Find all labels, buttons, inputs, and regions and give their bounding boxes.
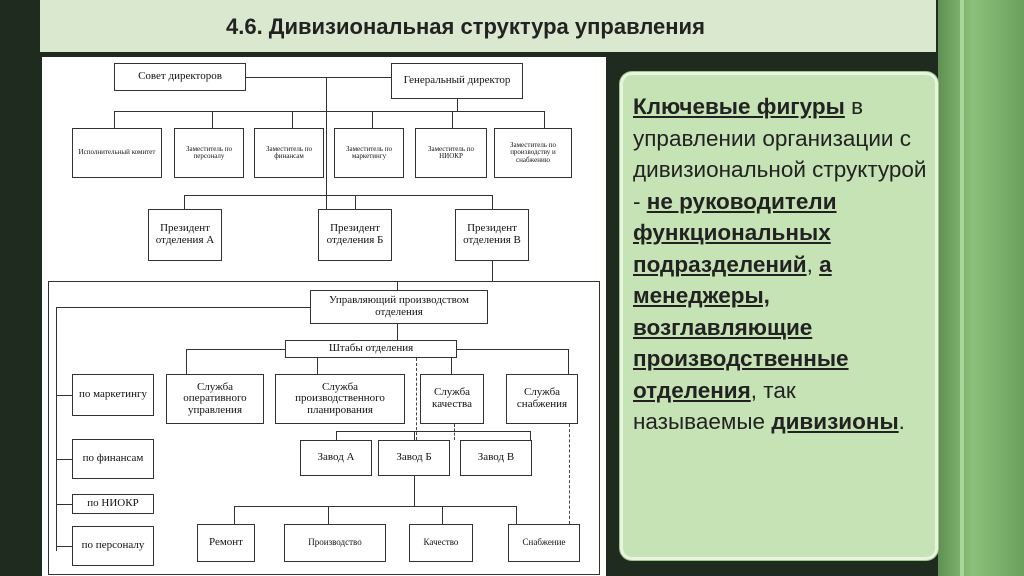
connector <box>326 77 328 237</box>
connector <box>568 349 570 374</box>
connector <box>530 431 532 440</box>
panel-not-functional-heads: не руководители функциональных подраздел… <box>633 188 837 277</box>
panel-text-part: . <box>898 409 905 434</box>
connector <box>234 506 516 508</box>
connector <box>336 431 338 440</box>
deputy-box: Заместитель по НИОКР <box>415 128 487 178</box>
president-box: Президент отделения А <box>148 209 222 261</box>
connector <box>492 195 494 209</box>
title-bar: 4.6. Дивизиональная структура управления <box>40 0 936 52</box>
president-box: Президент отделения В <box>455 209 529 261</box>
connector <box>397 281 399 290</box>
service-box: Служба снабжения <box>506 374 578 424</box>
connector <box>372 111 374 128</box>
slide-title: 4.6. Дивизиональная структура управления <box>226 14 705 39</box>
ceo-box: Генеральный директор <box>391 63 523 99</box>
decorative-stripe-line <box>960 0 964 576</box>
service-box: Служба качества <box>420 374 484 424</box>
production-manager-box: Управляющий производством отделения <box>310 290 488 324</box>
connector <box>414 476 416 506</box>
connector <box>292 111 294 128</box>
deputy-box: Заместитель по финансам <box>254 128 324 178</box>
bottom-box: Производство <box>284 524 386 562</box>
connector <box>317 358 319 374</box>
connector <box>457 349 568 351</box>
panel-key-figures: Ключевые фигуры <box>633 94 845 119</box>
connector <box>56 307 58 551</box>
unit-box: по персоналу <box>72 526 154 566</box>
bottom-box: Снабжение <box>508 524 580 562</box>
connector <box>234 506 236 524</box>
connector <box>442 506 444 524</box>
connector <box>184 195 186 209</box>
connector <box>246 77 391 79</box>
deputy-box: Заместитель по персоналу <box>174 128 244 178</box>
panel-text: Ключевые фигуры в управлении организации… <box>633 91 929 438</box>
connector <box>355 195 357 209</box>
connector <box>212 111 214 128</box>
unit-box: по маркетингу <box>72 374 154 416</box>
panel-divisions: дивизионы <box>771 409 899 434</box>
connector <box>457 99 459 111</box>
unit-box: по НИОКР <box>72 494 154 514</box>
plant-box: Завод В <box>460 440 532 476</box>
connector <box>186 349 188 374</box>
dashed-connector <box>416 358 417 440</box>
connector <box>492 261 494 281</box>
panel-text-part: в управлении организации с дивизионально… <box>633 94 927 214</box>
panel-division-managers: а менеджеры, возглавляющие производствен… <box>633 251 849 403</box>
bottom-box: Ремонт <box>197 524 255 562</box>
connector <box>114 111 116 128</box>
org-chart-diagram: Совет директоров Генеральный директор Ис… <box>42 57 606 576</box>
bottom-box: Качество <box>409 524 473 562</box>
service-box: Служба производственного планирования <box>275 374 405 424</box>
deputy-box: Исполнительный комитет <box>72 128 162 178</box>
connector <box>516 506 518 524</box>
staff-box: Штабы отделения <box>285 340 457 358</box>
panel-text-part: , <box>806 251 820 277</box>
connector <box>186 349 285 351</box>
connector <box>56 546 72 548</box>
connector <box>336 431 530 433</box>
president-box: Президент отделения Б <box>318 209 392 261</box>
connector <box>56 307 310 309</box>
deputy-box: Заместитель по маркетингу <box>334 128 404 178</box>
board-box: Совет директоров <box>114 63 246 91</box>
text-panel: Ключевые фигуры в управлении организации… <box>620 72 938 560</box>
unit-box: по финансам <box>72 439 154 479</box>
panel-text-part: , так называемые <box>633 377 796 435</box>
plant-box: Завод А <box>300 440 372 476</box>
connector <box>56 395 72 397</box>
plant-box: Завод Б <box>378 440 450 476</box>
connector <box>184 195 492 197</box>
dashed-connector <box>454 424 455 440</box>
service-box: Служба оперативного управления <box>166 374 264 424</box>
connector <box>397 324 399 340</box>
decorative-stripe <box>938 0 1024 576</box>
connector <box>452 111 454 128</box>
division-frame <box>48 281 600 575</box>
dashed-connector <box>569 424 570 524</box>
connector <box>56 504 72 506</box>
connector <box>451 358 453 374</box>
connector <box>544 111 546 128</box>
connector <box>56 459 72 461</box>
connector <box>114 111 544 113</box>
connector <box>328 506 330 524</box>
deputy-box: Заместитель по производству и снабжению <box>494 128 572 178</box>
connector <box>414 431 416 440</box>
